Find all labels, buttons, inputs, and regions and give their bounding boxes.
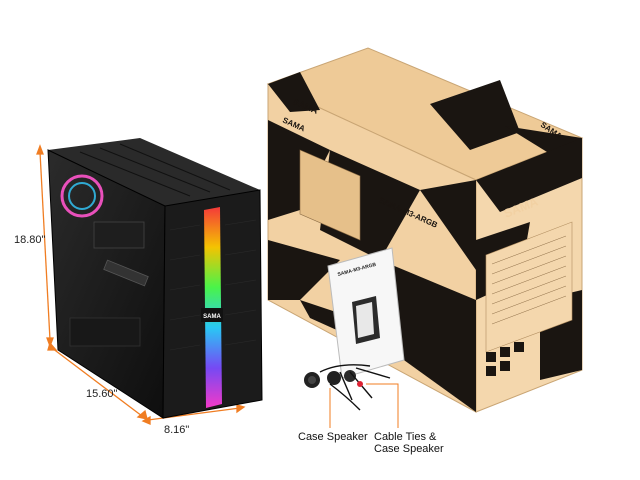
cable-ties-line2: Case Speaker xyxy=(374,443,444,455)
dimension-lines xyxy=(36,144,246,425)
certification-icons xyxy=(486,342,524,376)
width-dimension-label: 8.16" xyxy=(164,424,190,436)
callout-lines xyxy=(329,383,399,428)
case-front-logo: SAMA xyxy=(203,314,221,320)
case-speaker-label: Case Speaker xyxy=(298,431,368,443)
cable-ties-label: Cable Ties & Case Speaker xyxy=(374,431,444,455)
depth-dimension-label: 15.60" xyxy=(86,388,118,400)
accessories-bundle xyxy=(304,364,391,411)
product-box: SAMA SAMA SAMA SAMA SAMA-M3-ARGB xyxy=(266,47,584,413)
case-logo-plate xyxy=(201,308,223,322)
pc-case: SAMA xyxy=(47,138,263,419)
height-dimension-label: 18.80" xyxy=(14,234,46,246)
cable-ties-line1: Cable Ties & xyxy=(374,431,437,443)
manual-booklet: SAMA-M3-ARGB xyxy=(327,247,405,379)
